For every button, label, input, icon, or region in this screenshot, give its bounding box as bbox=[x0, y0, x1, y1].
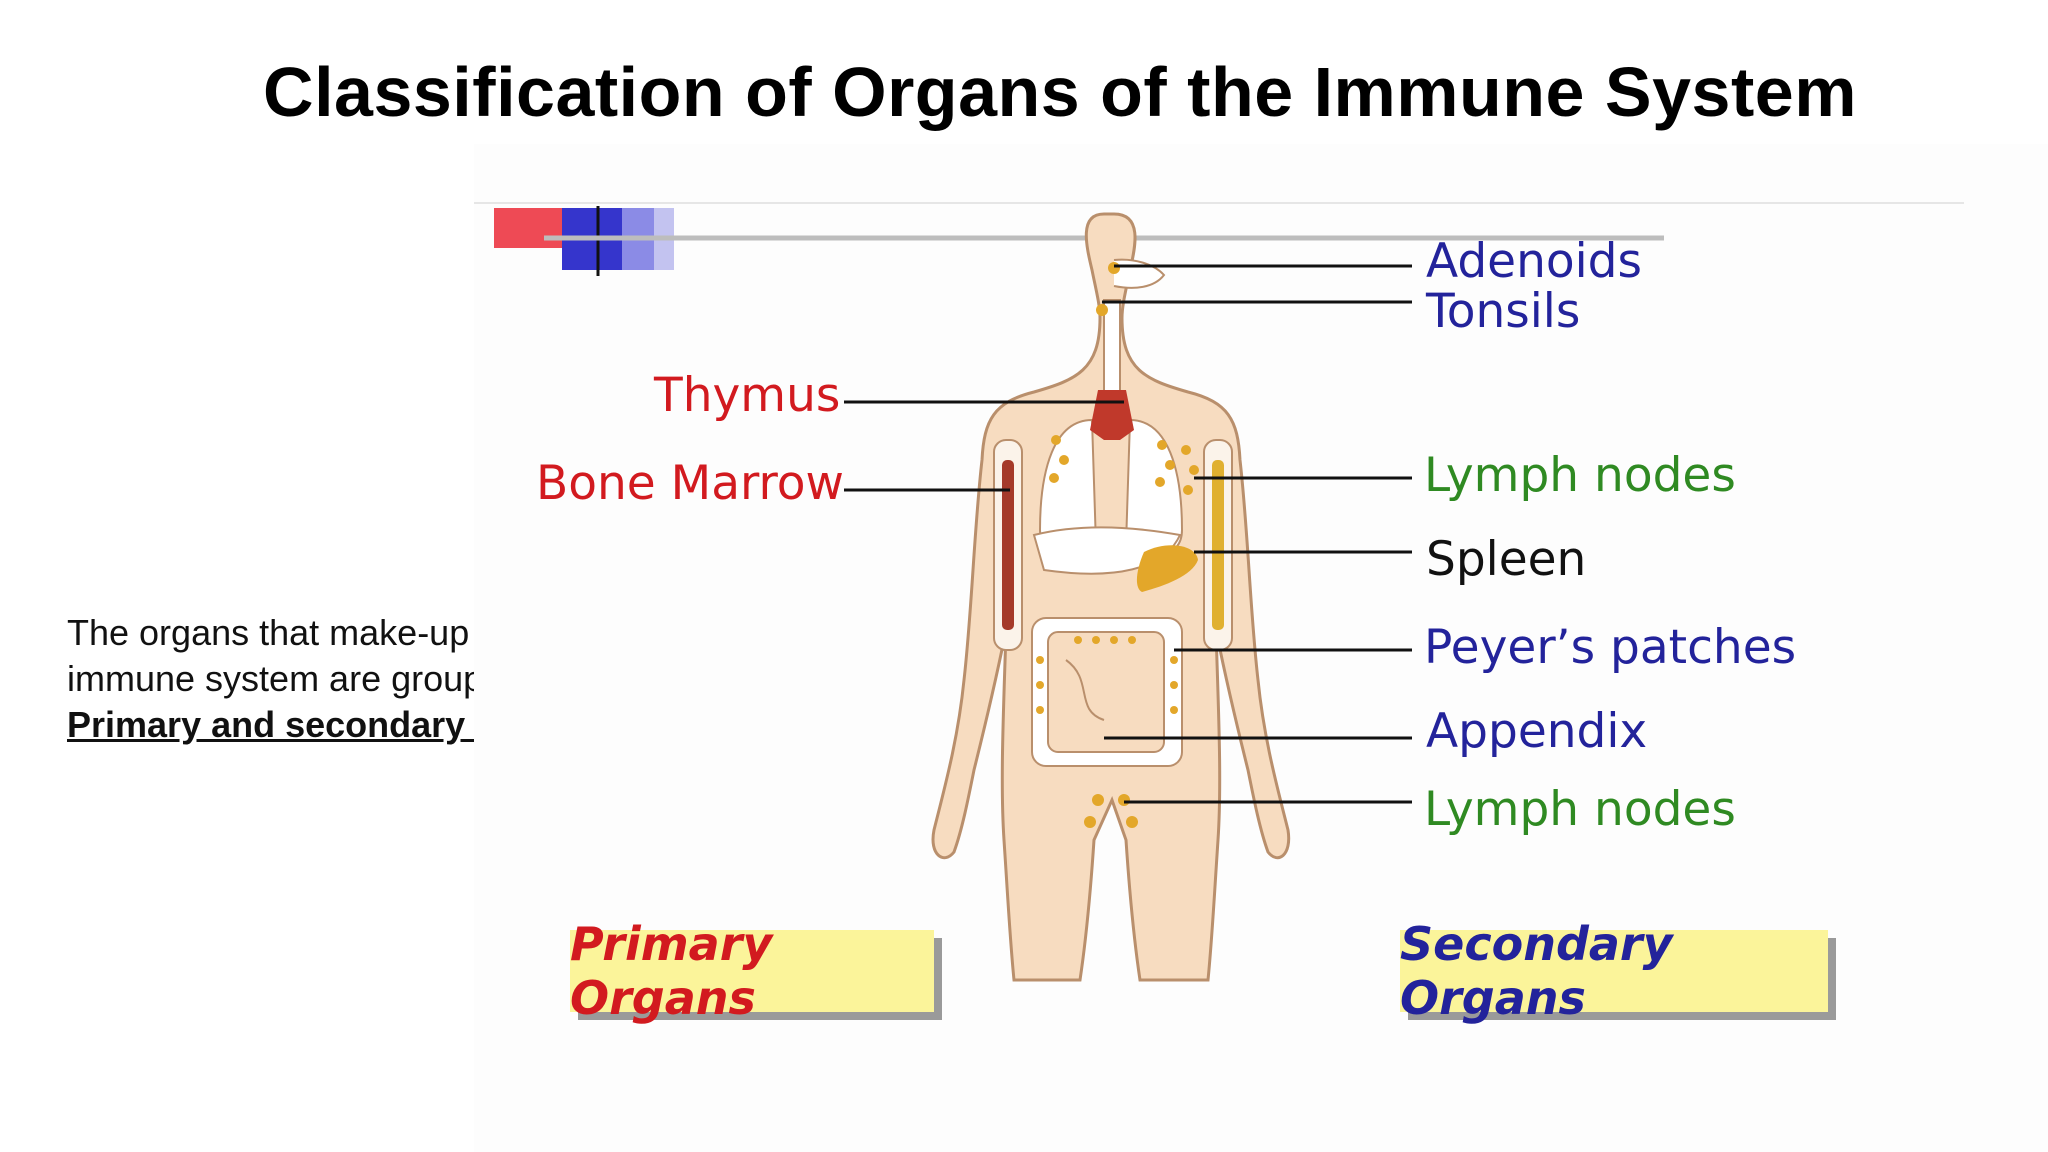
label-appendix: Appendix bbox=[1426, 704, 1648, 759]
secondary-organs-box: Secondary Organs bbox=[1400, 917, 1828, 1025]
body-silhouette bbox=[931, 212, 1291, 982]
adenoid-marker bbox=[1108, 262, 1120, 274]
label-thymus: Thymus bbox=[654, 368, 841, 423]
immune-organs-diagram: Thymus Bone Marrow Adenoids Tonsils Lymp… bbox=[474, 140, 2048, 1152]
label-lymph-nodes-lower: Lymph nodes bbox=[1424, 782, 1736, 837]
tonsil-marker bbox=[1096, 304, 1108, 316]
intro-line-1: The organs that make-up the bbox=[67, 612, 530, 653]
label-tonsils: Tonsils bbox=[1426, 284, 1581, 339]
label-spleen: Spleen bbox=[1426, 532, 1587, 587]
primary-organs-box: Primary Organs bbox=[570, 917, 934, 1025]
leader-lines bbox=[844, 264, 1412, 804]
label-adenoids: Adenoids bbox=[1426, 234, 1642, 289]
label-lymph-nodes-upper: Lymph nodes bbox=[1424, 448, 1736, 503]
slide-title: Classification of Organs of the Immune S… bbox=[263, 53, 1857, 131]
intro-line-2: immune system are group into bbox=[67, 658, 552, 699]
label-bone-marrow: Bone Marrow bbox=[536, 456, 844, 511]
label-peyers-patches: Peyer’s patches bbox=[1424, 620, 1797, 675]
